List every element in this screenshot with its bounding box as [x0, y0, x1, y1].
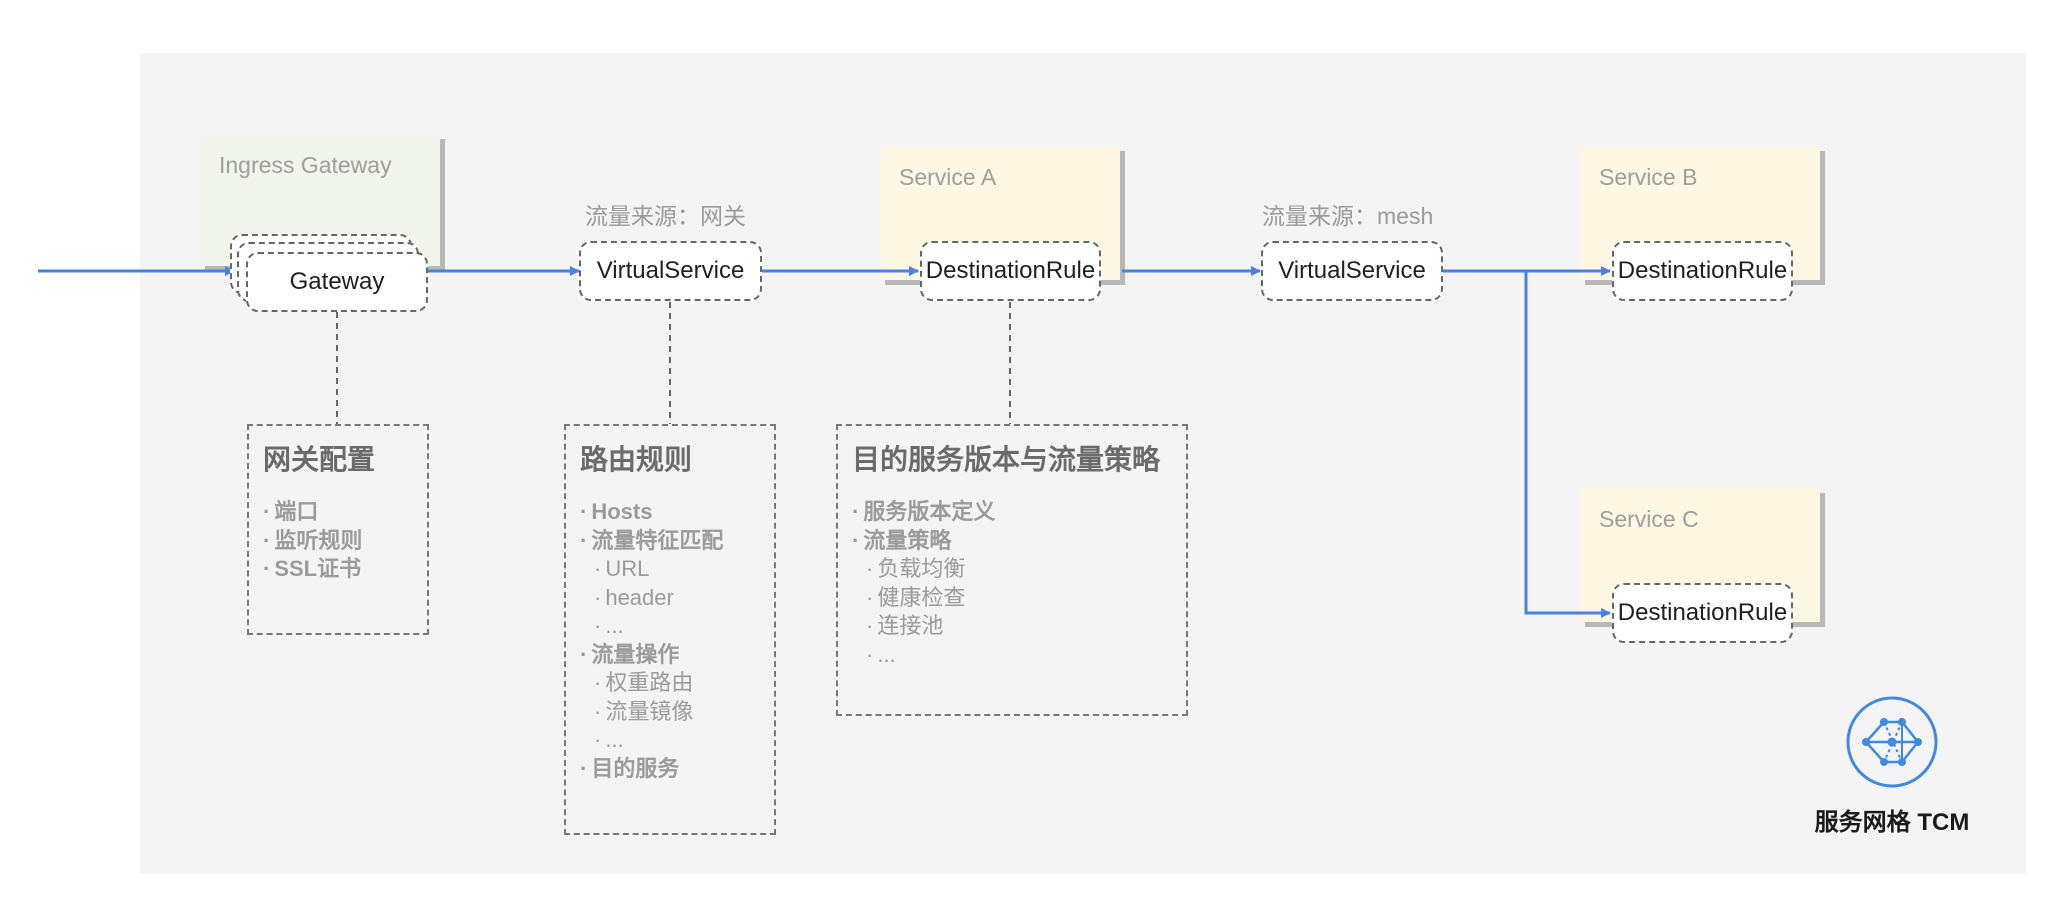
tcm-logo-text: 服务网格 TCM — [1814, 809, 1970, 836]
service-b-title: Service B — [1599, 164, 1698, 190]
note-subitem: ·权重路由 — [594, 670, 694, 695]
virtualservice-node-gateway-label: VirtualService — [596, 257, 745, 284]
note-item: ·端口 — [263, 499, 319, 524]
destinationrule-node-service-b-label: DestinationRule — [1617, 257, 1788, 284]
note-item: ·流量特征匹配 — [580, 527, 724, 553]
note-item: ·流量操作 — [580, 641, 680, 667]
gateway-node[interactable]: Gateway — [246, 252, 428, 312]
virtualservice-node-gateway[interactable]: VirtualService — [579, 241, 762, 301]
virtualservice-to-service-c-arrow — [1524, 271, 1611, 618]
destinationrule-node-service-b[interactable]: DestinationRule — [1612, 241, 1793, 301]
service-c-title: Service C — [1599, 506, 1699, 532]
gateway-node-label: Gateway — [289, 268, 385, 295]
note-subitem: ·负载均衡 — [866, 556, 966, 581]
note-subitem: ·header — [594, 584, 674, 610]
note-subitem: ·... — [594, 727, 624, 752]
note-item: ·流量策略 — [852, 527, 952, 553]
mesh-traffic-source-label: 流量来源：mesh — [1262, 203, 1434, 229]
note-subitem: ·... — [866, 641, 896, 667]
note-item: ·Hosts — [580, 499, 653, 524]
note-item: ·目的服务 — [580, 755, 680, 781]
gateway-traffic-source-label: 流量来源：网关 — [585, 203, 746, 229]
gateway-config-note-list: ·端口 ·监听规则 ·SSL证书 — [263, 498, 362, 584]
gateway-config-note: 网关配置 ·端口 ·监听规则 ·SSL证书 — [247, 424, 429, 635]
destination-policy-note: 目的服务版本与流量策略 ·服务版本定义 ·流量策略 ·负载均衡 ·健康检查 ·连… — [836, 424, 1188, 716]
destinationrule-node-service-a-label: DestinationRule — [925, 257, 1096, 284]
note-item: ·服务版本定义 — [852, 499, 996, 524]
destinationrule-node-service-a[interactable]: DestinationRule — [920, 241, 1101, 301]
routing-rules-note: 路由规则 ·Hosts ·流量特征匹配 ·URL ·header ·... ·流… — [564, 424, 776, 835]
note-subitem: ·流量镜像 — [594, 698, 694, 724]
gateway-config-note-title: 网关配置 — [263, 444, 376, 475]
destination-policy-note-title: 目的服务版本与流量策略 — [852, 444, 1161, 475]
destinationrule-node-service-c[interactable]: DestinationRule — [1612, 583, 1793, 643]
routing-rules-note-title: 路由规则 — [580, 444, 693, 475]
destinationrule-node-service-c-label: DestinationRule — [1617, 599, 1788, 626]
note-item: ·SSL证书 — [263, 556, 362, 581]
note-subitem: ·... — [594, 613, 624, 638]
tcm-service-mesh-logo-icon — [1846, 696, 1938, 788]
note-item: ·监听规则 — [263, 527, 363, 553]
ingress-gateway-title: Ingress Gateway — [219, 152, 392, 178]
destination-policy-note-list: ·服务版本定义 ·流量策略 ·负载均衡 ·健康检查 ·连接池 ·... — [852, 498, 995, 669]
note-subitem: ·连接池 — [866, 613, 944, 638]
note-subitem: ·健康检查 — [866, 584, 966, 610]
service-a-title: Service A — [899, 164, 997, 190]
virtualservice-node-mesh-label: VirtualService — [1278, 257, 1426, 284]
routing-rules-note-list: ·Hosts ·流量特征匹配 ·URL ·header ·... ·流量操作 ·… — [580, 498, 723, 783]
virtualservice-node-mesh[interactable]: VirtualService — [1261, 241, 1443, 301]
note-subitem: ·URL — [594, 556, 650, 581]
